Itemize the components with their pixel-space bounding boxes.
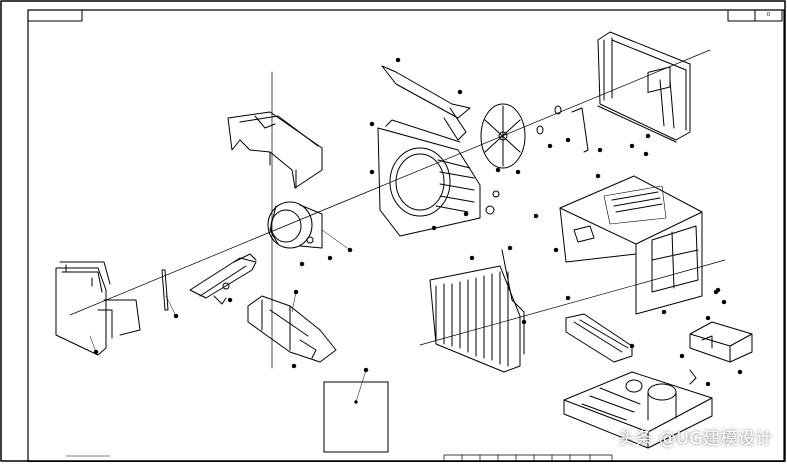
fan-motor <box>267 201 323 249</box>
drain-pan <box>247 295 337 363</box>
blank-panel <box>323 381 389 453</box>
fan-grille-frame <box>377 65 481 237</box>
title-block-right-text-b: 0 <box>766 12 771 18</box>
title-block-left <box>27 9 83 22</box>
front-grille <box>429 249 525 373</box>
guide-rail <box>565 313 633 363</box>
top-shroud <box>227 111 323 189</box>
watermark: 头条 @UG建模设计 <box>617 429 773 449</box>
electrical-box <box>689 321 753 363</box>
leader-callouts <box>89 57 743 404</box>
fan-blade <box>480 103 526 169</box>
small-fittings <box>485 105 589 215</box>
rod-part <box>161 269 169 311</box>
explode-axis-lower <box>419 259 726 346</box>
outer-casing <box>559 66 703 315</box>
tube-bracket <box>189 253 257 305</box>
compressor-base <box>563 369 713 449</box>
condenser-coil-left <box>55 261 141 356</box>
parts-table <box>443 454 613 462</box>
condenser-coil-right <box>597 31 691 143</box>
